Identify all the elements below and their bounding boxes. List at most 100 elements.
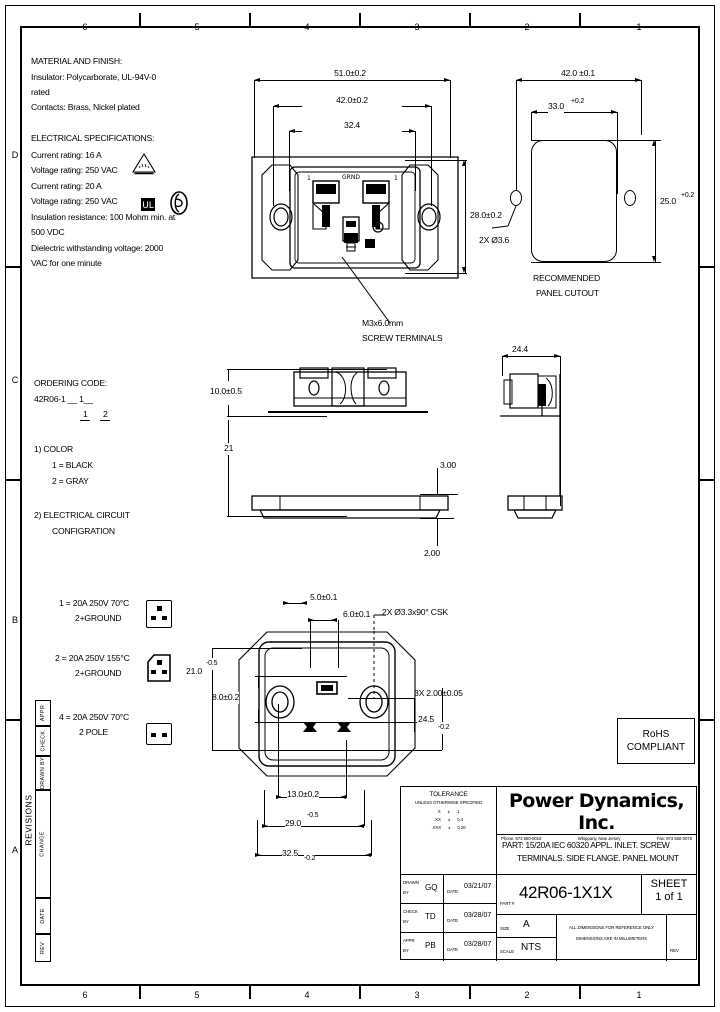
revisions-block: REVISIONS APPR CHECK DRAWN BY CHANGE DAT… [22, 700, 52, 962]
reference-note: ALL DIMENSIONS FOR REFERENCE ONLY DIMENS… [557, 915, 667, 961]
tolerance-row-2-dec: .XX [434, 817, 441, 822]
size-label: SIZE [500, 926, 510, 931]
bottom-dim-290: 29.0 [285, 818, 301, 830]
electrical-heading: ELECTRICAL SPECIFICATIONS: [31, 133, 155, 143]
bottom-dim-210: 21.0 [186, 666, 202, 678]
zone-label-side-D: D [11, 150, 19, 160]
rev-cell: REV [667, 915, 696, 961]
revisions-col-check: CHECK [35, 726, 51, 756]
part-number-cell: PART # 42R06-1X1X [497, 875, 642, 915]
option-1-item-1: 1 = BLACK [52, 460, 93, 470]
signoff-row-check: CHECK BY TD DATE 03/28/07 [401, 904, 497, 933]
dim-42: 42.0±0.2 [302, 95, 402, 107]
svg-text:1: 1 [307, 175, 311, 182]
bottom-dim-130: 13.0±0.2 [287, 789, 319, 801]
option-2-heading-line2: CONFIGRATION [52, 526, 115, 536]
signoff-appr-role: APPR [403, 938, 415, 943]
reference-note-line-2: DIMENSIONS ARE IN MILLIMETERS [575, 936, 648, 941]
part-desc-line-2: TERMINALS. SIDE FLANGE. PANEL MOUNT [517, 853, 679, 863]
material-line-3: Contacts: Brass, Nickel plated [31, 102, 140, 112]
rev-label: REV [670, 948, 679, 953]
config-2-line-1: 2 = 20A 250V 155°C [55, 653, 130, 663]
company-phone: Phone: 973 560-0019 [501, 836, 542, 841]
signoff-drawn-role: DRAWN [403, 880, 419, 885]
sheet-label: SHEET [650, 878, 688, 890]
side-dim-200: 2.00 [424, 548, 440, 558]
config-2-symbol [147, 654, 171, 682]
revisions-title-text: REVISIONS [23, 794, 34, 846]
cutout-dim-33: 33.0 [548, 101, 564, 113]
side-dim-21: 21 [224, 443, 234, 455]
ordering-heading: ORDERING CODE: [34, 378, 108, 388]
bottom-dim-80: 8.0±0.2 [212, 692, 240, 704]
part-description: PART: 15/20A IEC 60320 APPL. INLET. SCRE… [497, 835, 696, 875]
config-1-symbol [146, 600, 172, 628]
rohs-badge: RoHS COMPLIANT [617, 718, 695, 764]
tolerance-row-3-val: 0.20 [457, 825, 466, 830]
signoff-appr-name: PB [425, 941, 436, 950]
electrical-line-8: VAC for one minute [31, 258, 102, 268]
tolerance-row-1-dec: X [437, 809, 441, 814]
cutout-dim-25-tol: +0.2 [681, 190, 694, 202]
rohs-line-2: COMPLIANT [626, 742, 686, 753]
zone-label-side-A: A [11, 845, 18, 855]
config-3-line-2: 2 POLE [79, 727, 108, 737]
option-2-heading: 2) ELECTRICAL CIRCUIT [34, 510, 130, 520]
sheet-value: 1 of 1 [655, 891, 683, 903]
side-dim-300: 3.00 [440, 460, 456, 470]
cutout-hole-right [624, 190, 636, 206]
config-2-line-2: 2+GROUND [75, 668, 122, 678]
zone-label-top-2: 2 [524, 22, 530, 32]
option-1-heading: 1) COLOR [34, 444, 73, 454]
tolerance-row-2-val: 0.4 [457, 817, 463, 822]
company-fax: Fax: 973 560-0078 [656, 836, 692, 841]
company-name: Power Dynamics, Inc. [508, 790, 685, 834]
zone-label-bottom-3: 3 [414, 990, 420, 1000]
screw-terminal-callout-1: M3x6.0mm [362, 318, 403, 328]
tolerance-row-3-sign: ± [448, 825, 451, 830]
revisions-col-drawn: DRAWN BY [35, 756, 51, 790]
reference-note-line-1: ALL DIMENSIONS FOR REFERENCE ONLY [568, 925, 655, 930]
ul-mark-icon: UL [141, 198, 155, 211]
option-1-item-2: 2 = GRAY [52, 476, 89, 486]
cutout-label-1: RECOMMENDED [533, 273, 601, 283]
csa-mark-icon [170, 191, 188, 215]
tolerance-row-1-sign: ± [447, 809, 450, 814]
cutout-dim-25: 25.0 [660, 196, 676, 208]
zone-label-bottom-2: 2 [524, 990, 530, 1000]
zone-label-top-3: 3 [414, 22, 420, 32]
zone-label-side-C: C [11, 375, 19, 385]
bottom-dim-245-tol: -0.2 [438, 722, 449, 734]
bottom-dim-245: 24.5 [418, 714, 434, 726]
material-heading: MATERIAL AND FINISH: [31, 56, 123, 66]
tolerance-row-3-dec: .XXX [431, 825, 442, 830]
signoff-drawn-date-label: DATE [447, 889, 458, 894]
part-number-value: 42R06-1X1X [519, 883, 613, 902]
zone-label-side-B: B [11, 615, 18, 625]
dim-32-4: 32.4 [302, 120, 402, 132]
side-dim-244: 24.4 [512, 344, 528, 356]
signoff-check-name: TD [425, 912, 436, 921]
revisions-col-date: DATE [35, 898, 51, 934]
ordering-code: 42R06-1 __ 1__ [34, 394, 93, 404]
vde-mark-icon [132, 152, 156, 175]
side-dim-10: 10.0±0.5 [210, 386, 242, 398]
bottom-dim-3x2: 3X 2.00±0.05 [414, 688, 463, 698]
signoff-appr-role2: BY [403, 948, 409, 953]
scale-cell: SCALE NTS [497, 938, 557, 961]
revisions-title: REVISIONS [21, 760, 35, 880]
config-1-line-1: 1 = 20A 250V 70°C [59, 598, 130, 608]
electrical-line-3: Current rating: 20 A [31, 181, 102, 191]
company-header: Power Dynamics, Inc. Phone: 973 560-0019… [497, 787, 696, 841]
revisions-col-rev: REV [35, 934, 51, 962]
bottom-dim-290-tol: -0.5 [307, 810, 318, 822]
electrical-line-2: Voltage rating: 250 VAC [31, 165, 118, 175]
signoff-appr-date-label: DATE [447, 947, 458, 952]
electrical-line-5: Insulation resistance: 100 Mohm min. at [31, 212, 176, 222]
signoff-appr-date: 03/28/07 [464, 941, 492, 948]
zone-label-top-4: 4 [304, 22, 310, 32]
ordering-index-2: 2 [103, 409, 108, 419]
signoff-row-appr: APPR BY PB DATE 03/28/07 [401, 933, 497, 961]
svg-text:1: 1 [394, 175, 398, 182]
